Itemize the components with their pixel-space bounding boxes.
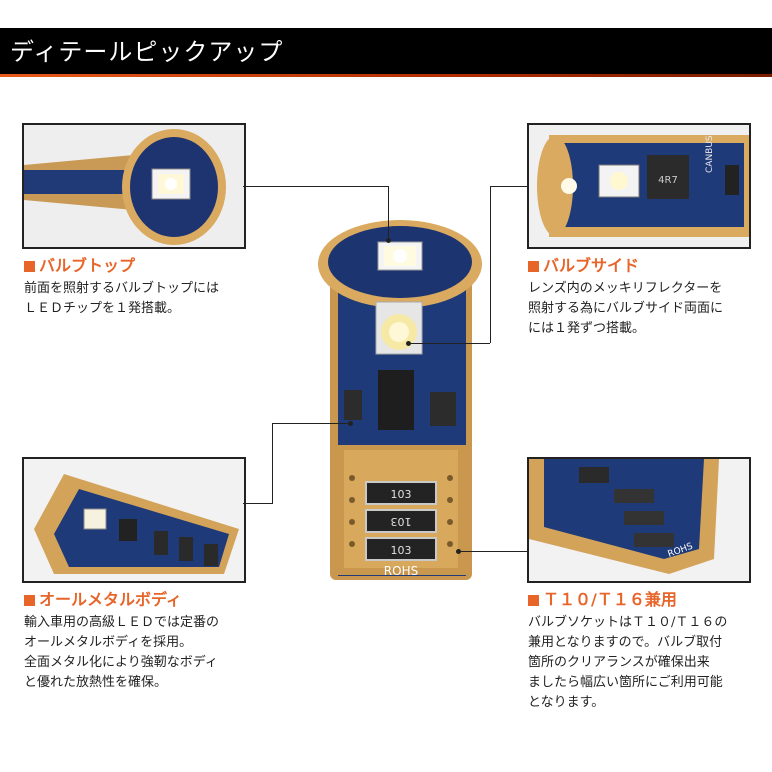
metal-body-title: オールメタルボディ bbox=[24, 590, 182, 610]
leader-line-bottom-left-h2 bbox=[272, 423, 350, 424]
bulb-side-description: レンズ内のメッキリフレクターを 照射する為にバルブサイド両面に には１発ずつ搭載… bbox=[528, 281, 724, 336]
header-bar bbox=[0, 28, 772, 74]
bulb-side-illustration: 4R7 CANBUS bbox=[529, 125, 749, 247]
t10-t16-title: Ｔ１０/Ｔ１６兼用 bbox=[528, 590, 677, 610]
leader-line-top-right-h bbox=[490, 186, 527, 187]
bulb-side-title: バルブサイド bbox=[528, 256, 639, 276]
leader-line-top-right-v bbox=[490, 186, 491, 343]
leader-line-bottom-left-v bbox=[272, 423, 273, 503]
orange-square-icon bbox=[24, 595, 35, 606]
inductor-marking: 4R7 bbox=[658, 175, 678, 186]
led-bulb-main-photo: 103 103 103 ROHS bbox=[300, 200, 490, 590]
canbus-marking: CANBUS bbox=[705, 135, 715, 173]
orange-square-icon bbox=[528, 595, 539, 606]
resistor-marking-1: 103 bbox=[391, 488, 412, 501]
page-title: ディテールピックアップ bbox=[10, 38, 284, 66]
resistor-marking-2: 103 bbox=[391, 515, 412, 528]
led-bulb-illustration: 103 103 103 ROHS bbox=[318, 220, 482, 580]
metal-body-description: 輸入車用の高級ＬＥＤでは定番の オールメタルボディを採用。 全面メタル化により強… bbox=[24, 615, 220, 690]
leader-dot-bottom-left bbox=[348, 421, 353, 426]
header-accent-rule bbox=[0, 74, 772, 77]
bulb-side-photo: 4R7 CANBUS bbox=[527, 123, 751, 249]
leader-dot-top-left bbox=[386, 238, 391, 243]
leader-dot-bottom-right bbox=[456, 549, 461, 554]
rohs-marking: ROHS bbox=[384, 564, 418, 578]
bulb-top-description: 前面を照射するバルブトップには ＬＥＤチップを１発搭載。 bbox=[24, 281, 220, 316]
t10-t16-description: バルブソケットはＴ１０/Ｔ１６の 兼用となりますので。バルブ取付 箇所のクリアラ… bbox=[528, 615, 728, 710]
leader-line-bottom-right-h bbox=[460, 551, 527, 552]
resistor-marking-3: 103 bbox=[391, 544, 412, 557]
bulb-top-title: バルブトップ bbox=[24, 256, 135, 276]
leader-line-top-right-h2 bbox=[410, 343, 490, 344]
leader-line-top-left-v bbox=[388, 186, 389, 241]
t10-t16-illustration: ROHS bbox=[529, 459, 749, 581]
leader-line-bottom-left-h bbox=[243, 503, 273, 504]
metal-body-photo bbox=[22, 457, 246, 583]
orange-square-icon bbox=[24, 261, 35, 272]
t10-t16-photo: ROHS bbox=[527, 457, 751, 583]
orange-square-icon bbox=[528, 261, 539, 272]
leader-dot-top-right bbox=[406, 341, 411, 346]
metal-body-illustration bbox=[24, 459, 244, 581]
leader-line-top-left-h bbox=[243, 186, 388, 187]
bulb-top-illustration bbox=[24, 125, 244, 247]
bulb-top-photo bbox=[22, 123, 246, 249]
